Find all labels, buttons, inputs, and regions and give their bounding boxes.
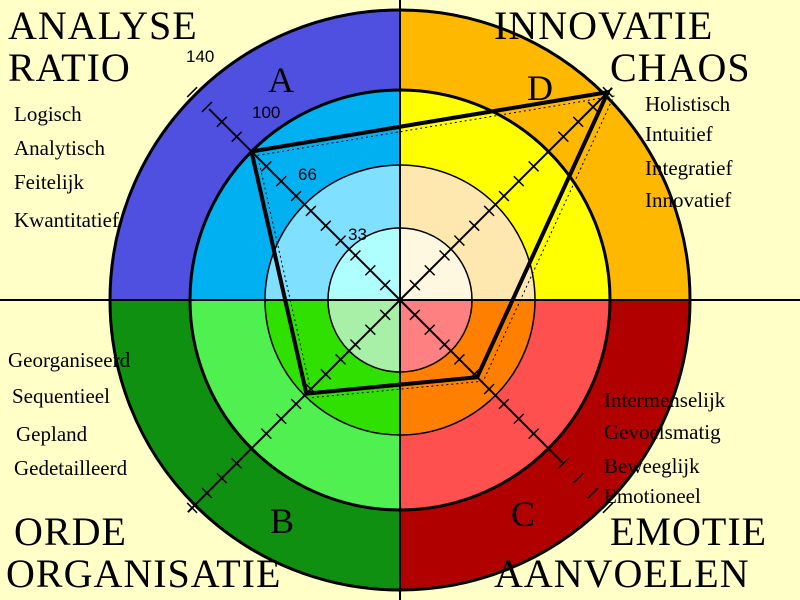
tick-mark-diagonal-axis-c bbox=[409, 309, 421, 321]
trait-b-3: Gepland bbox=[16, 422, 88, 446]
tick-mark-diagonal-axis-c bbox=[602, 502, 614, 514]
tick-mark-diagonal-axis-b bbox=[186, 502, 198, 514]
tick-mark-diagonal-axis-a bbox=[305, 205, 317, 217]
diagonal-axis-d bbox=[399, 87, 613, 301]
quadrant-letter-b: B bbox=[270, 501, 295, 541]
tick-mark-diagonal-axis-b bbox=[231, 457, 243, 469]
trait-d-2: Intuitief bbox=[645, 122, 713, 146]
trait-a-3: Feitelijk bbox=[14, 170, 84, 194]
tick-mark-diagonal-axis-b bbox=[290, 398, 302, 410]
title-orde: ORDE bbox=[14, 509, 127, 554]
tick-mark-diagonal-axis-c bbox=[557, 457, 569, 469]
trait-b-4: Gedetailleerd bbox=[14, 456, 128, 480]
tick-mark-diagonal-axis-a bbox=[379, 279, 391, 291]
tick-mark-diagonal-axis-d bbox=[543, 146, 554, 157]
scale-label-33: 33 bbox=[348, 225, 367, 244]
tick-mark-diagonal-axis-a bbox=[349, 249, 361, 261]
tick-mark-diagonal-axis-c bbox=[424, 324, 436, 336]
title-innovatie: INNOVATIE bbox=[494, 3, 714, 48]
tick-mark-diagonal-axis-d bbox=[498, 190, 510, 202]
quadrant-letter-a: A bbox=[268, 60, 294, 100]
trait-c-1: Intermenselijk bbox=[604, 388, 726, 412]
tick-mark-diagonal-axis-b bbox=[216, 472, 228, 484]
scale-label-140: 140 bbox=[186, 47, 215, 66]
trait-d-3: Integratief bbox=[645, 156, 733, 180]
tick-mark-diagonal-axis-a bbox=[216, 116, 228, 128]
trait-c-2: Gevoelsmatig bbox=[604, 420, 721, 444]
quadrant-letter-d: D bbox=[527, 68, 553, 108]
tick-mark-diagonal-axis-b bbox=[379, 309, 391, 321]
tick-mark-diagonal-axis-a bbox=[364, 264, 376, 276]
profile-polygon-dotted bbox=[256, 95, 615, 399]
trait-c-3: Beweeglijk bbox=[604, 454, 700, 478]
tick-mark-diagonal-axis-c bbox=[543, 443, 554, 454]
trait-d-4: Innovatief bbox=[645, 188, 732, 212]
tick-mark-diagonal-axis-a bbox=[275, 175, 287, 187]
tick-mark-diagonal-axis-b bbox=[349, 339, 361, 351]
title-chaos: CHAOS bbox=[610, 45, 751, 90]
tick-mark-diagonal-axis-d bbox=[439, 249, 451, 261]
tick-mark-diagonal-axis-b bbox=[246, 443, 257, 454]
title-emotie: EMOTIE bbox=[610, 509, 768, 554]
tick-mark-diagonal-axis-b bbox=[275, 413, 287, 425]
tick-mark-diagonal-axis-d bbox=[424, 264, 436, 276]
tick-mark-diagonal-axis-b bbox=[364, 324, 376, 336]
tick-mark-diagonal-axis-d bbox=[528, 160, 540, 172]
title-organisatie: ORGANISATIE bbox=[6, 551, 282, 596]
trait-d-1: Holistisch bbox=[645, 92, 731, 116]
tick-mark-diagonal-axis-c bbox=[528, 428, 540, 440]
tick-mark-diagonal-axis-a bbox=[186, 86, 198, 98]
title-ratio: RATIO bbox=[8, 45, 131, 90]
tick-mark-diagonal-axis-a bbox=[231, 131, 243, 143]
tick-mark-diagonal-axis-a bbox=[201, 101, 213, 113]
diagonal-axis-b bbox=[187, 299, 401, 513]
tick-mark-diagonal-axis-c bbox=[572, 472, 584, 484]
trait-c-4: Emotioneel bbox=[604, 484, 701, 508]
profile-polygon bbox=[249, 90, 610, 396]
tick-mark-diagonal-axis-b bbox=[320, 368, 332, 380]
title-aanvoelen: AANVOELEN bbox=[494, 551, 750, 596]
tick-mark-diagonal-axis-c bbox=[483, 383, 495, 395]
trait-a-2: Analytisch bbox=[14, 136, 105, 160]
tick-mark-diagonal-axis-a bbox=[335, 235, 347, 247]
trait-a-4: Kwantitatief bbox=[14, 208, 119, 232]
tick-mark-diagonal-axis-b bbox=[201, 487, 213, 499]
tick-mark-diagonal-axis-c bbox=[439, 339, 451, 351]
trait-a-1: Logisch bbox=[14, 102, 82, 126]
tick-mark-diagonal-axis-a bbox=[260, 160, 272, 172]
tick-mark-diagonal-axis-d bbox=[557, 131, 569, 143]
tick-mark-diagonal-axis-c bbox=[587, 487, 599, 499]
scale-label-66: 66 bbox=[298, 165, 317, 184]
tick-mark-diagonal-axis-d bbox=[587, 101, 599, 113]
tick-mark-diagonal-axis-c bbox=[453, 353, 465, 365]
quadrant-letter-c: C bbox=[511, 494, 536, 534]
tick-mark-diagonal-axis-d bbox=[513, 175, 525, 187]
trait-b-2: Sequentieel bbox=[12, 384, 110, 408]
scale-label-100: 100 bbox=[252, 103, 281, 122]
tick-mark-diagonal-axis-a bbox=[290, 190, 302, 202]
tick-mark-diagonal-axis-d bbox=[409, 279, 421, 291]
title-analyse: ANALYSE bbox=[8, 3, 198, 48]
tick-mark-diagonal-axis-b bbox=[335, 353, 347, 365]
tick-mark-diagonal-axis-d bbox=[483, 205, 495, 217]
tick-mark-diagonal-axis-d bbox=[453, 235, 465, 247]
tick-mark-diagonal-axis-d bbox=[572, 116, 584, 128]
diagonal-axis-a bbox=[208, 108, 401, 301]
tick-mark-diagonal-axis-d bbox=[468, 220, 480, 232]
tick-mark-diagonal-axis-a bbox=[320, 220, 332, 232]
tick-mark-diagonal-axis-c bbox=[513, 413, 525, 425]
trait-b-1: Georganiseerd bbox=[8, 348, 131, 372]
tick-mark-diagonal-axis-b bbox=[260, 428, 272, 440]
tick-mark-diagonal-axis-c bbox=[498, 398, 510, 410]
